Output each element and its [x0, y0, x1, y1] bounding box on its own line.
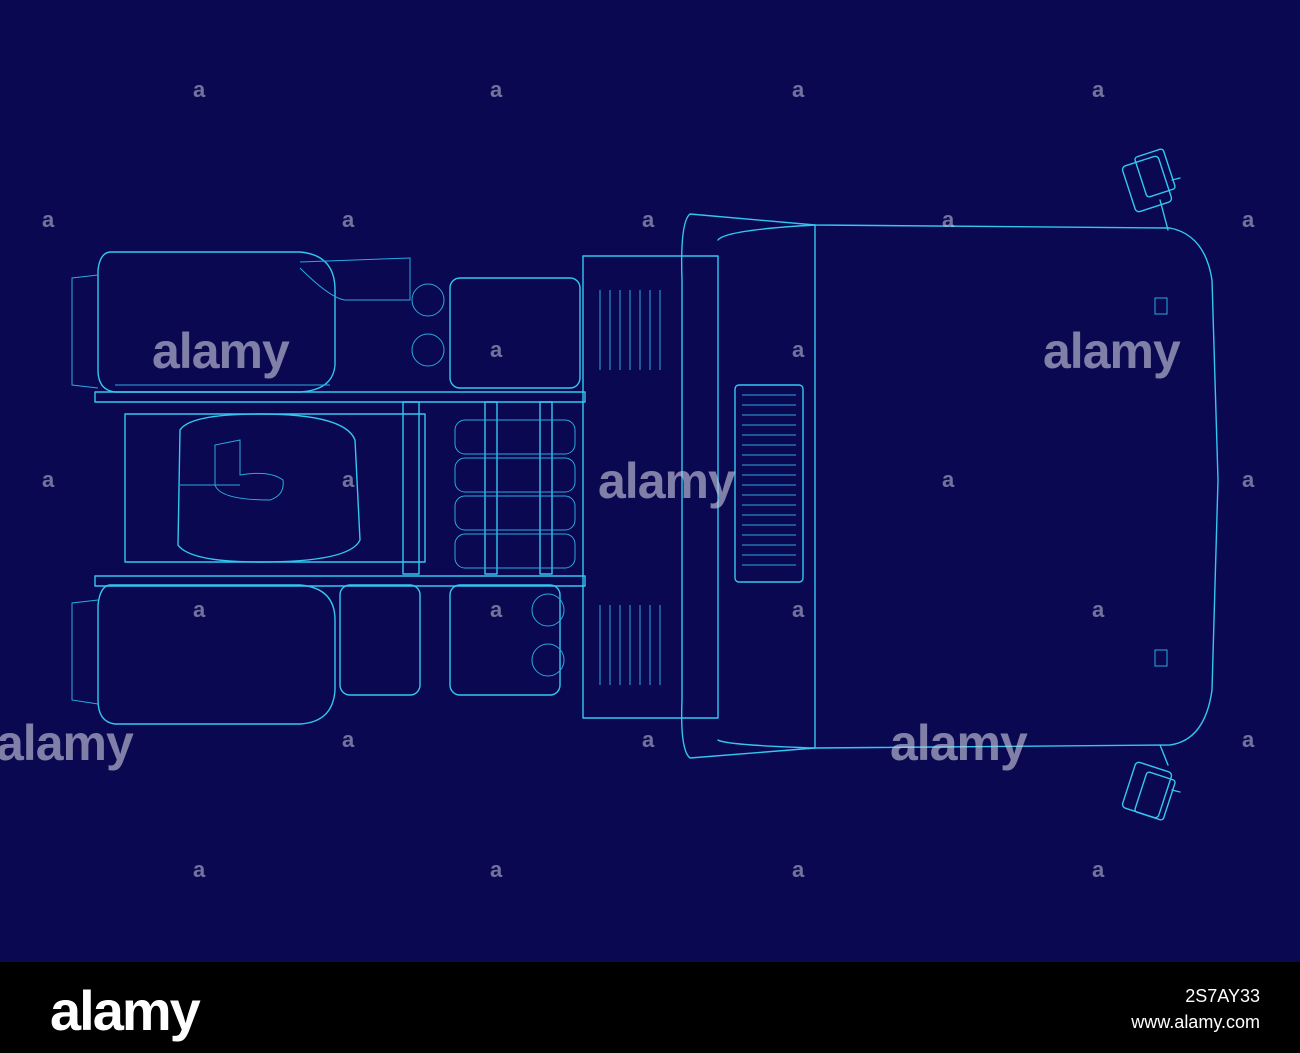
- watermark-mark: a: [642, 727, 655, 752]
- blueprint-canvas: alamy alamy alamy alamy alamy a a a a a …: [0, 77, 1255, 882]
- watermark-mark: a: [42, 467, 55, 492]
- watermark-mark: a: [193, 597, 206, 622]
- crossmember-3: [539, 401, 553, 575]
- watermark-mark: a: [490, 337, 503, 362]
- mirror-bottom: [1121, 744, 1181, 821]
- watermark-mark: a: [342, 727, 355, 752]
- fifth-wheel-frame: [124, 413, 426, 563]
- roof-hatch-slats: [742, 394, 796, 566]
- chassis-rail-top: [94, 391, 586, 403]
- watermark-mark: a: [342, 467, 355, 492]
- mirror-top: [1121, 148, 1181, 231]
- rear-vent-bottom: [599, 605, 661, 685]
- watermark-mark: a: [42, 207, 55, 232]
- rear-right-tire: [97, 584, 336, 725]
- roof-hatch: [734, 384, 804, 583]
- cab-body: [680, 213, 1219, 759]
- air-tank-bottom: [339, 584, 421, 696]
- watermark-mark: a: [1092, 597, 1105, 622]
- watermark-center: alamy: [598, 453, 736, 509]
- footer-url: www.alamy.com: [1131, 1012, 1260, 1032]
- watermark-mark: a: [1242, 727, 1255, 752]
- watermark-mark: a: [342, 207, 355, 232]
- watermark-mark: a: [1242, 207, 1255, 232]
- watermark-mark: a: [792, 337, 805, 362]
- watermark-bottom-left: alamy: [0, 715, 134, 771]
- watermark-mark: a: [942, 207, 955, 232]
- footer-logo: alamy: [50, 979, 201, 1042]
- watermark-mark: a: [792, 597, 805, 622]
- watermark-mark: a: [1092, 77, 1105, 102]
- rear-vent-top: [599, 290, 661, 370]
- watermark-left: alamy: [152, 323, 290, 379]
- cab-rear-panel: [582, 255, 719, 719]
- watermark-mark: a: [642, 207, 655, 232]
- watermark-mark: a: [942, 467, 955, 492]
- crossmember-2: [484, 401, 498, 575]
- watermark-bottom-right: alamy: [890, 715, 1028, 771]
- truck-top-view-wireframe: [71, 148, 1219, 821]
- image-id: 2S7AY33: [1185, 986, 1260, 1006]
- watermark-mark: a: [490, 857, 503, 882]
- watermark-mark: a: [193, 857, 206, 882]
- crossmember-1: [402, 401, 420, 575]
- watermark-mark: a: [792, 77, 805, 102]
- watermark-mark: a: [792, 857, 805, 882]
- watermark-mark: a: [193, 77, 206, 102]
- watermark-mark: a: [1242, 467, 1255, 492]
- watermark-right: alamy: [1043, 323, 1181, 379]
- stock-footer-bar: alamy 2S7AY33 www.alamy.com: [0, 962, 1300, 1053]
- fuel-tank-top: [449, 277, 581, 389]
- watermark-mark: a: [490, 597, 503, 622]
- chassis-rail-bottom: [94, 575, 586, 587]
- cab-side-deflector: [717, 224, 816, 749]
- fifth-wheel-plate: [177, 413, 361, 563]
- watermark-mark: a: [490, 77, 503, 102]
- fuel-tank-bottom: [449, 584, 561, 696]
- watermark-mark: a: [1092, 857, 1105, 882]
